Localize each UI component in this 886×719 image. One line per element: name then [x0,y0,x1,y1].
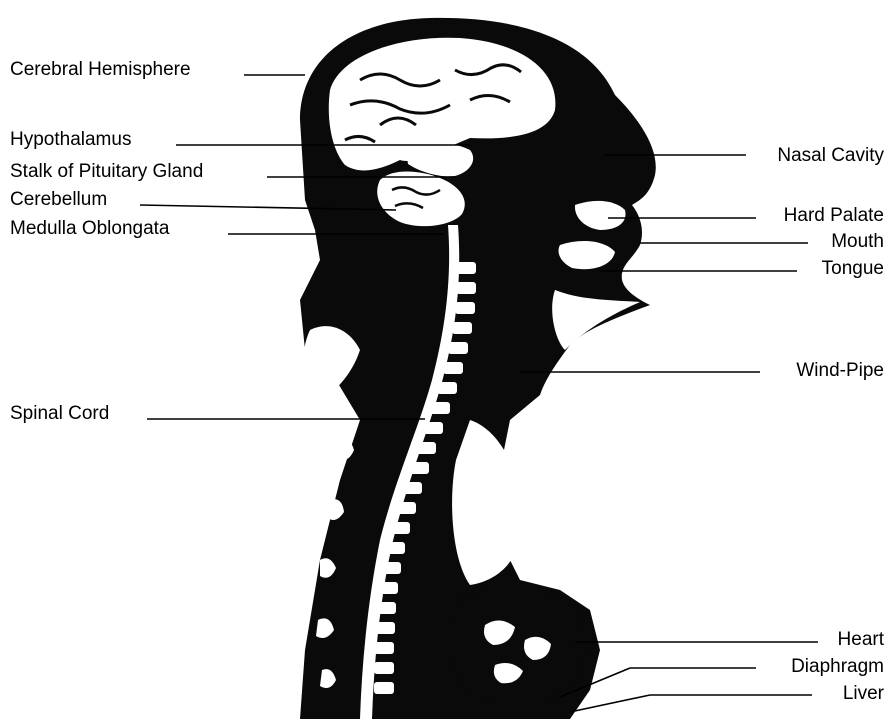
label-nasal-cavity: Nasal Cavity [777,145,884,166]
label-tongue: Tongue [822,258,884,279]
label-medulla-oblongata: Medulla Oblongata [10,218,170,239]
label-mouth: Mouth [831,231,884,252]
label-stalk-of-pituitary-gland: Stalk of Pituitary Gland [10,161,203,182]
label-heart: Heart [838,629,885,650]
label-hard-palate: Hard Palate [784,205,884,226]
labels-left: Cerebral Hemisphere Hypothalamus Stalk o… [10,59,203,424]
label-cerebral-hemisphere: Cerebral Hemisphere [10,59,191,80]
labels-right: Nasal Cavity Hard Palate Mouth Tongue Wi… [777,145,884,704]
label-diaphragm: Diaphragm [791,656,884,677]
label-cerebellum: Cerebellum [10,189,107,210]
body-illustration [300,18,660,719]
label-wind-pipe: Wind-Pipe [796,360,884,381]
label-spinal-cord: Spinal Cord [10,403,109,424]
label-hypothalamus: Hypothalamus [10,129,131,150]
label-liver: Liver [843,683,885,704]
